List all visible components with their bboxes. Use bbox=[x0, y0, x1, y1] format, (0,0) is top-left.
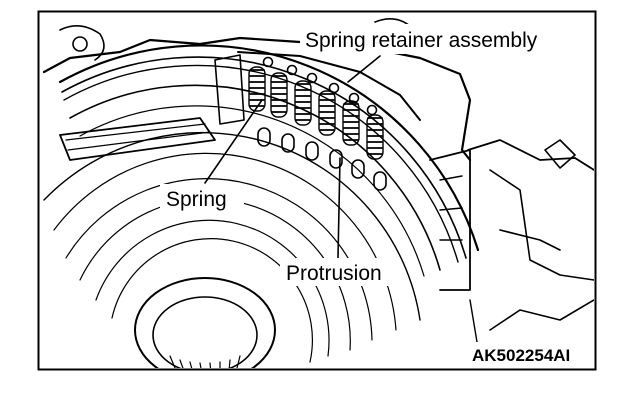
housing-right-top bbox=[467, 139, 594, 171]
case-boss-left bbox=[59, 25, 105, 61]
leader-spring bbox=[204, 99, 263, 184]
housing-tab bbox=[544, 139, 576, 169]
label-bg-spring bbox=[160, 184, 244, 212]
leader-protrusion bbox=[337, 157, 341, 259]
bolt-hole-left bbox=[72, 36, 88, 52]
leader-spring-retainer bbox=[347, 55, 381, 83]
springs bbox=[248, 66, 384, 160]
retainer-end-plate bbox=[214, 54, 245, 125]
label-protrusion: Protrusion bbox=[286, 262, 382, 285]
cutaway-shelf bbox=[59, 117, 216, 161]
protrusions bbox=[257, 127, 387, 191]
retainer-holes bbox=[262, 56, 378, 116]
figure-code: AK502254AI bbox=[472, 346, 570, 365]
label-spring-retainer-assembly: Spring retainer assembly bbox=[305, 29, 538, 52]
retainer-band bbox=[429, 149, 471, 291]
figure-frame bbox=[37, 10, 597, 371]
label-bg-code bbox=[452, 342, 590, 366]
label-spring: Spring bbox=[166, 188, 227, 211]
hub bbox=[134, 277, 276, 368]
cutaway-lines bbox=[65, 123, 211, 151]
housing-right-bottom bbox=[489, 299, 594, 331]
retainer-arcs bbox=[58, 44, 480, 277]
housing-right-rib bbox=[499, 229, 561, 251]
transmission-illustration bbox=[42, 18, 594, 368]
label-bg-protrusion bbox=[280, 258, 400, 286]
label-bg-retainer bbox=[300, 24, 582, 54]
housing-right-mid bbox=[489, 169, 594, 281]
retainer-band-ribs bbox=[439, 175, 463, 241]
